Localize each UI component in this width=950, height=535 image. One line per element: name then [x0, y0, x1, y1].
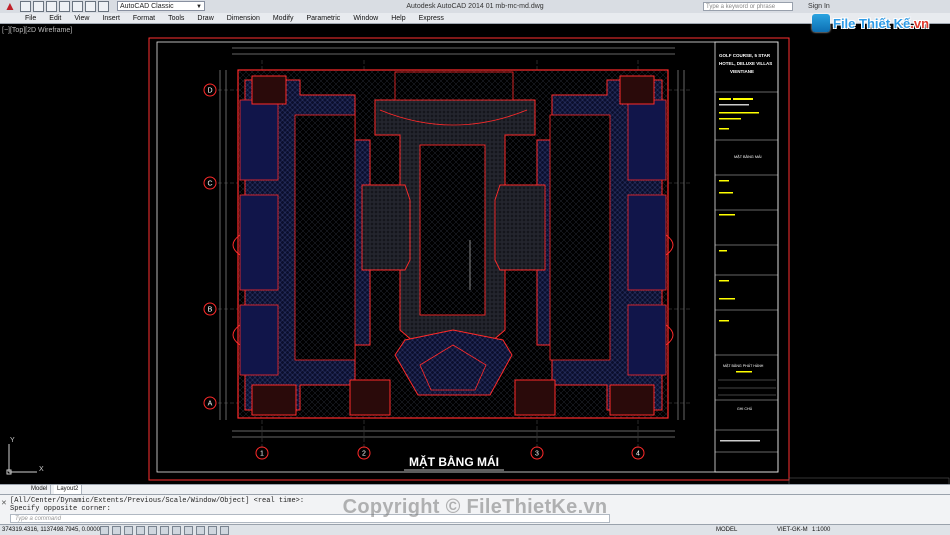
sheet-title-small: MẶT BẰNG MÁI — [734, 154, 762, 159]
layout-tabs: Model Layout2 — [0, 484, 950, 495]
sheet-outer-frame — [148, 37, 790, 481]
title-block — [714, 41, 779, 473]
logo-text: File Thiết Kế — [833, 15, 911, 31]
workspace-dropdown[interactable]: AutoCAD Classic ▼ — [117, 1, 205, 11]
quick-access-toolbar — [20, 1, 109, 12]
revision-label: GHI CHÚ — [737, 406, 753, 411]
menu-help[interactable]: Help — [391, 14, 406, 22]
menu-modify[interactable]: Modify — [272, 14, 294, 22]
menu-file[interactable]: File — [25, 14, 37, 22]
grid-col-1: 1 — [260, 451, 264, 458]
grid-bubble-b — [203, 302, 217, 316]
viewport-controls[interactable]: [−][Top][2D Wireframe] — [2, 27, 73, 34]
menu-format[interactable]: Format — [132, 14, 156, 22]
command-window: ✕ [All/Center/Dynamic/Extents/Previous/S… — [0, 494, 950, 525]
ucs-x-label: X — [39, 466, 44, 473]
grid-bubble-1 — [255, 446, 269, 460]
open-icon[interactable] — [33, 1, 44, 12]
print-icon[interactable] — [72, 1, 83, 12]
entrance-canopy — [394, 329, 513, 396]
tab-layout2[interactable]: Layout2 — [54, 485, 83, 494]
command-history-1: [All/Center/Dynamic/Extents/Previous/Sca… — [10, 497, 305, 505]
drawing-canvas[interactable]: GOLF COURSE, 5 STAR HOTEL, DELUXE VILLAS… — [0, 24, 950, 494]
grid-bubble-d — [203, 83, 217, 97]
grid-row-c: C — [207, 181, 212, 188]
menu-draw[interactable]: Draw — [197, 14, 214, 22]
grid-bubble-3 — [530, 446, 544, 460]
help-search-input[interactable]: Type a keyword or phrase — [703, 2, 793, 11]
issue-section-label: MẶT BẰNG PHÁT HÀNH — [723, 363, 764, 368]
menu-view[interactable]: View — [74, 14, 90, 22]
save-as-icon[interactable] — [59, 1, 70, 12]
logo-tail: .vn — [910, 15, 930, 31]
save-icon[interactable] — [46, 1, 57, 12]
workspace-label: AutoCAD Classic — [120, 3, 174, 10]
copyright-watermark: Copyright © FileThietKe.vn — [342, 496, 608, 518]
chevron-down-icon: ▼ — [196, 4, 202, 10]
grid-row-d: D — [207, 88, 212, 95]
sign-in-link[interactable]: Sign In — [808, 3, 830, 10]
menu-express[interactable]: Express — [418, 14, 444, 22]
project-title: GOLF COURSE, 5 STAR HOTEL, DELUXE VILLAS… — [719, 53, 774, 74]
grid-col-2: 2 — [362, 451, 366, 458]
grid-col-4: 4 — [636, 451, 640, 458]
menu-insert[interactable]: Insert — [102, 14, 120, 22]
menu-bar: File Edit View Insert Format Tools Draw … — [0, 13, 950, 24]
menu-edit[interactable]: Edit — [49, 14, 62, 22]
menu-dimension[interactable]: Dimension — [226, 14, 260, 22]
logo-mark-icon — [812, 14, 830, 32]
tab-model[interactable]: Model — [28, 485, 52, 494]
drawing-title: MẶT BẰNG MÁI — [409, 454, 499, 469]
site-logo: File Thiết Kế.vn — [812, 14, 929, 32]
annotation-scale[interactable]: 1:1000 — [812, 527, 831, 533]
ucs-y-label: Y — [10, 437, 15, 444]
grid-row-a: A — [208, 401, 213, 408]
command-history-2: Specify opposite corner: — [10, 505, 111, 513]
grid-bubble-a — [203, 396, 217, 410]
menu-tools[interactable]: Tools — [168, 14, 185, 22]
grid-row-b: B — [208, 307, 213, 314]
undo-icon[interactable] — [85, 1, 96, 12]
redo-icon[interactable] — [98, 1, 109, 12]
grid-bubble-c — [203, 176, 217, 190]
coordinate-readout: 374319.4316, 1137498.7945, 0.0000 — [2, 527, 100, 533]
current-layer[interactable]: VIET-GK-M — [777, 527, 808, 533]
menu-parametric[interactable]: Parametric — [306, 14, 341, 22]
status-bar: 374319.4316, 1137498.7945, 0.0000 MODEL … — [0, 524, 950, 535]
close-icon[interactable]: ✕ — [1, 500, 7, 507]
grid-col-3: 3 — [535, 451, 539, 458]
grid-bubble-2 — [357, 446, 371, 460]
window-title: Autodesk AutoCAD 2014 01 mb-mc-md.dwg — [406, 3, 544, 10]
ucs-icon — [6, 444, 37, 475]
new-icon[interactable] — [20, 1, 31, 12]
menu-window[interactable]: Window — [353, 14, 379, 22]
grid-bubble-4 — [631, 446, 645, 460]
model-space-toggle[interactable]: MODEL — [716, 527, 738, 533]
autocad-app-icon[interactable]: ▲ — [4, 0, 16, 13]
command-input[interactable]: Type a command — [10, 514, 610, 523]
